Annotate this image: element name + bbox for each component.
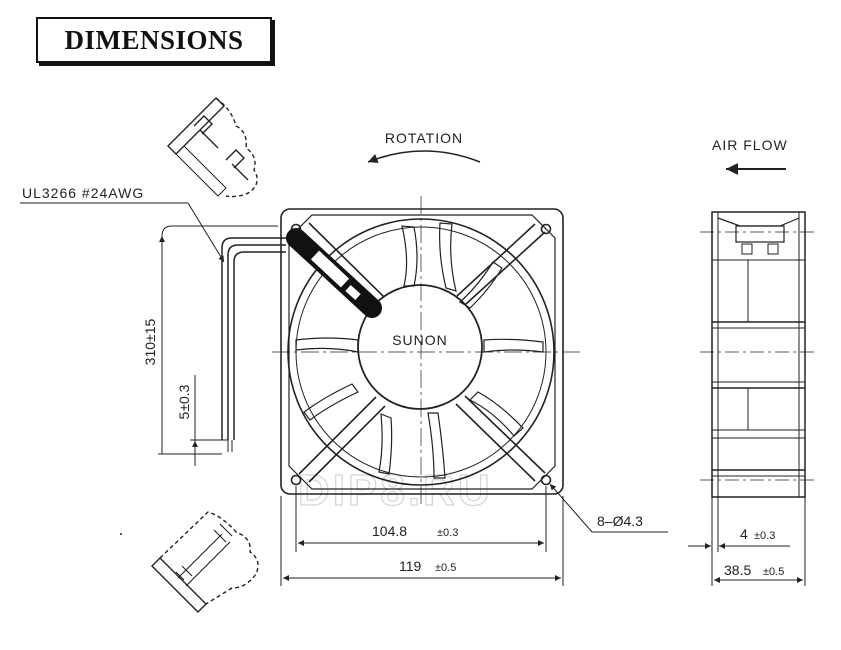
mount-hole [290, 474, 302, 486]
strut-bottom-left-edge [308, 405, 386, 483]
rotation-label: ROTATION [385, 130, 463, 146]
strut-top-right-edge [456, 223, 536, 297]
mount-hole [540, 474, 552, 486]
brand-label: SUNON [392, 332, 448, 348]
hole-pitch-tolerance: ±0.3 [437, 527, 458, 539]
lead-strip-label: 5±0.3 [176, 384, 192, 419]
strut-top-right [465, 231, 546, 305]
strut-bottom-left [298, 396, 377, 475]
rotation-arrow [367, 150, 481, 163]
fan-side-view [700, 211, 818, 498]
fan-blade [439, 222, 457, 292]
air-flow-label: AIR FLOW [712, 137, 788, 153]
fan-blade [378, 413, 393, 475]
dimensions-title: DIMENSIONS [36, 17, 272, 63]
cable-leader [20, 202, 225, 263]
lead-strip-dimension [190, 375, 228, 466]
strut-bottom-right-edge [455, 403, 536, 482]
drawing-speck [120, 533, 122, 535]
flange-value: 4 [740, 526, 748, 542]
connector-detail-bottom [151, 511, 259, 613]
fan-front-view [272, 196, 582, 508]
lead-length-label: 310±15 [142, 318, 158, 365]
flange-dimension [688, 497, 806, 586]
lead-length-dimension [158, 225, 278, 455]
hole-pitch-value: 104.8 [372, 523, 407, 539]
fan-blade [468, 391, 524, 437]
depth-value: 38.5 [724, 562, 751, 578]
mount-hole-label: 8–Ø4.3 [597, 513, 643, 529]
connector-detail-top [167, 97, 258, 198]
watermark-text: DIP8.RU [298, 466, 493, 515]
mount-hole [540, 223, 552, 235]
fan-frame-outer [280, 208, 564, 495]
depth-tolerance: ±0.5 [763, 566, 784, 578]
hole-pitch-dimension [295, 486, 547, 552]
lead-wires [221, 237, 286, 452]
mount-hole-callout [549, 483, 668, 533]
fan-blade [295, 337, 359, 353]
fan-blade [458, 261, 503, 309]
frame-size-value: 119 [399, 558, 422, 574]
fan-blade [303, 383, 359, 421]
strut-bottom-right [464, 395, 546, 474]
fan-blade [401, 225, 418, 287]
fan-blade [483, 338, 544, 353]
frame-size-tolerance: ±0.5 [435, 562, 456, 574]
frame-size-dimension [280, 496, 564, 586]
fan-blade [427, 412, 446, 479]
flange-tolerance: ±0.3 [754, 530, 775, 542]
cable-spec-label: UL3266 #24AWG [22, 185, 144, 201]
strut-top-left-edge [308, 222, 385, 298]
fan-frame-inner [288, 214, 556, 490]
cable-grommet [286, 228, 382, 318]
